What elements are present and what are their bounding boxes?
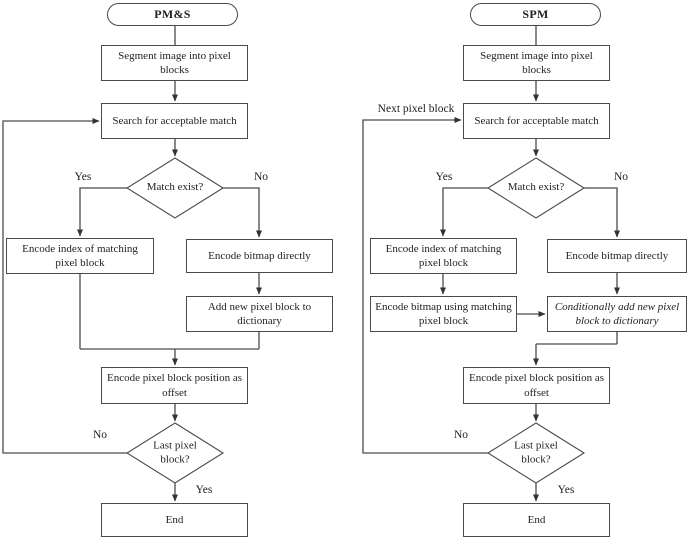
pms-search-step: Search for acceptable match: [101, 103, 248, 139]
pms-encode-position-label: Encode pixel block position as offset: [106, 372, 243, 399]
spm-encode-index-step: Encode index of matching pixel block: [370, 238, 517, 274]
spm-next-pixel-block-label: Next pixel block: [377, 103, 455, 115]
pms-last-block-label: Last pixel block?: [153, 439, 197, 465]
pms-encode-index-label: Encode index of matching pixel block: [22, 242, 138, 269]
spm-encode-index-label: Encode index of matching pixel block: [385, 242, 502, 269]
spm-segment-label: Segment image into pixel blocks: [480, 49, 593, 76]
pms-match-yes-label: Yes: [74, 171, 92, 183]
spm-title: SPM: [522, 6, 549, 21]
spm-last-block-diamond: [486, 422, 586, 484]
spm-end-label: End: [527, 513, 546, 526]
pms-match-exist-diamond: [125, 157, 225, 219]
spm-encode-bitmap-label: Encode bitmap directly: [565, 249, 669, 262]
spm-encode-bitmap-step: Encode bitmap directly: [547, 239, 687, 273]
pms-search-label: Search for acceptable match: [112, 114, 237, 127]
pms-segment-label: Segment image into pixel blocks: [118, 49, 231, 76]
pms-last-block-diamond: [125, 422, 225, 484]
spm-edge-loop-back: [362, 117, 488, 454]
spm-match-no-label: No: [613, 171, 629, 183]
spm-conditionally-add-label: Conditionally add new pixel block to dic…: [554, 300, 680, 327]
pms-encode-bitmap-step: Encode bitmap directly: [186, 239, 333, 273]
pms-end-label: End: [165, 513, 184, 526]
spm-match-yes-label: Yes: [435, 171, 453, 183]
pms-encode-bitmap-label: Encode bitmap directly: [208, 249, 311, 262]
spm-start-terminator: SPM: [470, 3, 601, 26]
spm-encode-bitmap-matching-label: Encode bitmap using matching pixel block: [375, 300, 512, 327]
spm-last-yes-label: Yes: [557, 484, 575, 496]
spm-encode-position-step: Encode pixel block position as offset: [463, 367, 610, 404]
spm-encode-position-label: Encode pixel block position as offset: [468, 372, 605, 399]
pms-segment-step: Segment image into pixel blocks: [101, 45, 248, 81]
pms-match-no-label: No: [253, 171, 269, 183]
spm-search-label: Search for acceptable match: [474, 114, 599, 127]
pms-encode-position-step: Encode pixel block position as offset: [101, 367, 248, 404]
pms-edge-loop-back: [2, 118, 127, 454]
spm-match-exist-label: Match exist?: [507, 181, 565, 194]
spm-last-block-label: Last pixel block?: [514, 439, 558, 465]
pms-edge-match-no: [223, 187, 262, 238]
spm-segment-step: Segment image into pixel blocks: [463, 45, 610, 81]
pms-match-exist-label: Match exist?: [146, 181, 204, 194]
spm-edge-match-yes: [440, 187, 488, 237]
spm-search-step: Search for acceptable match: [463, 103, 610, 139]
pms-last-yes-label: Yes: [195, 484, 213, 496]
spm-edge-match-no: [584, 187, 620, 238]
spm-last-no-label: No: [453, 429, 469, 441]
pms-last-no-label: No: [92, 429, 108, 441]
pms-add-dictionary-label: Add new pixel block to dictionary: [207, 300, 312, 327]
pms-encode-index-step: Encode index of matching pixel block: [6, 238, 154, 274]
spm-match-exist-diamond: [486, 157, 586, 219]
pms-title: PM&S: [154, 6, 191, 21]
pms-edge-match-yes: [77, 187, 127, 237]
spm-encode-bitmap-matching-step: Encode bitmap using matching pixel block: [370, 296, 517, 332]
pms-start-terminator: PM&S: [107, 3, 238, 26]
pms-end-terminator: End: [101, 503, 248, 537]
spm-conditionally-add-step: Conditionally add new pixel block to dic…: [547, 296, 687, 332]
spm-end-terminator: End: [463, 503, 610, 537]
pms-add-dictionary-step: Add new pixel block to dictionary: [186, 296, 333, 332]
